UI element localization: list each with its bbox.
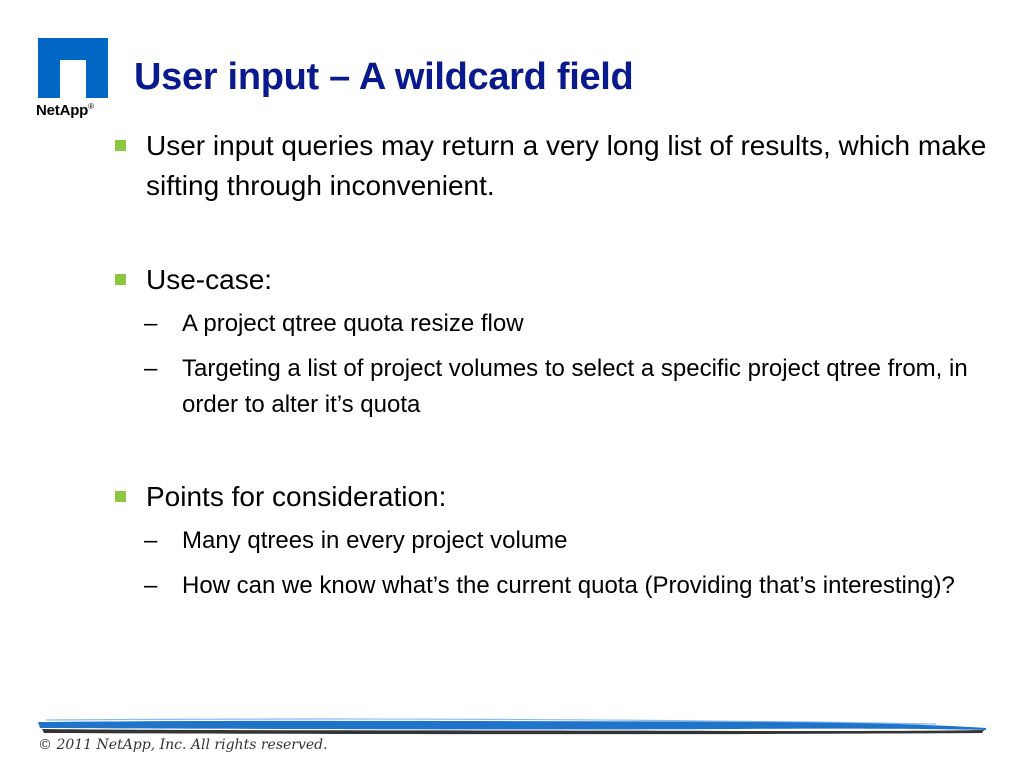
netapp-logo-icon [38,38,108,98]
sub-bullet-text: Targeting a list of project volumes to s… [182,355,968,418]
bullet-square-icon [115,491,126,502]
logo-registered-mark: ® [88,102,94,111]
bullet-item: Points for consideration: [112,477,992,517]
sub-bullet-text: How can we know what’s the current quota… [182,572,955,599]
slide-title: User input – A wildcard field [134,56,634,98]
bullet-text: Points for consideration: [146,481,447,512]
sub-bullet-item: – Many qtrees in every project volume [112,523,992,559]
sub-bullet-text: A project qtree quota resize flow [182,310,524,337]
bullet-text: User input queries may return a very lon… [146,130,987,201]
logo-text: NetApp [36,102,89,119]
sub-bullet-dash: – [144,572,158,599]
slide-content: User input queries may return a very lon… [112,126,992,604]
footer-brush-line [38,718,986,735]
sub-bullet-text: Many qtrees in every project volume [182,527,568,554]
bullet-square-icon [115,274,126,285]
bullet-square-icon [115,140,126,151]
sub-bullet-dash: – [144,355,158,382]
sub-bullet-dash: – [144,310,158,337]
bullet-text: Use-case: [146,264,273,295]
sub-bullet-item: – How can we know what’s the current quo… [112,568,992,604]
logo-wordmark: NetApp® [36,102,94,119]
sub-bullet-item: – Targeting a list of project volumes to… [112,351,992,423]
sub-bullet-dash: – [144,527,158,554]
bullet-item: Use-case: [112,260,992,300]
copyright-notice: © 2011 NetApp, Inc. All rights reserved. [38,737,328,753]
netapp-logo: NetApp® [36,38,114,124]
sub-bullet-item: – A project qtree quota resize flow [112,306,992,342]
bullet-item: User input queries may return a very lon… [112,126,992,206]
